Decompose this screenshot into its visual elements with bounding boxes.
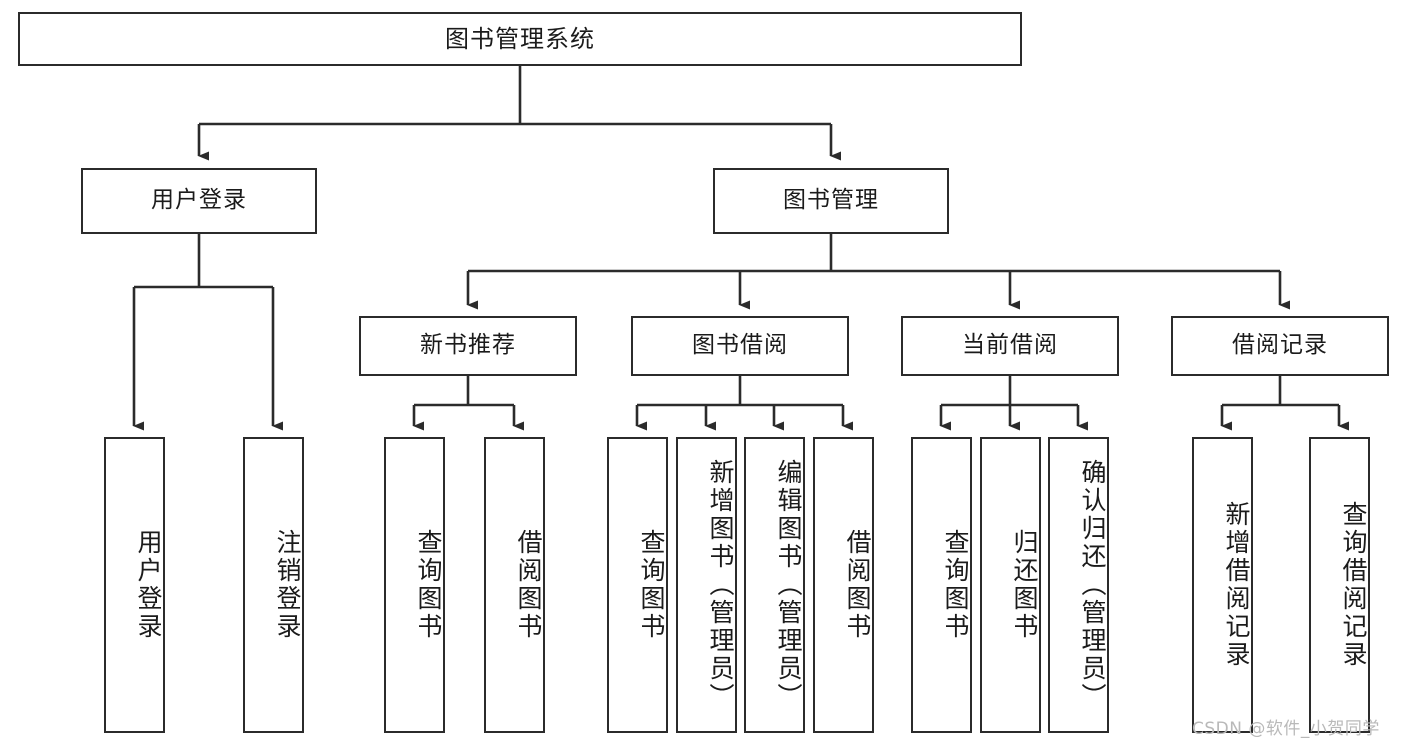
node-current-borrowing[interactable]: 当前借阅 bbox=[901, 316, 1119, 376]
leaf-current-borrow-query-book[interactable]: 查询图书 bbox=[911, 437, 972, 733]
leaf-current-borrow-return-book[interactable]: 归还图书 bbox=[980, 437, 1041, 733]
leaf-user-login-login[interactable]: 用户登录 bbox=[104, 437, 165, 733]
node-new-book-recommendation[interactable]: 新书推荐 bbox=[359, 316, 577, 376]
csdn-watermark: CSDN @软件_小贺同学 bbox=[1192, 719, 1380, 739]
node-book-borrowing[interactable]: 图书借阅 bbox=[631, 316, 849, 376]
leaf-new-book-borrow-book[interactable]: 借阅图书 bbox=[484, 437, 545, 733]
leaf-new-book-query-book[interactable]: 查询图书 bbox=[384, 437, 445, 733]
leaf-current-borrow-confirm-return-admin[interactable]: 确认归还（管理员） bbox=[1048, 437, 1109, 733]
node-book-management[interactable]: 图书管理 bbox=[713, 168, 949, 234]
leaf-user-login-logout[interactable]: 注销登录 bbox=[243, 437, 304, 733]
leaf-borrow-record-add-record[interactable]: 新增借阅记录 bbox=[1192, 437, 1253, 733]
node-root-book-management-system[interactable]: 图书管理系统 bbox=[18, 12, 1022, 66]
node-user-login[interactable]: 用户登录 bbox=[81, 168, 317, 234]
leaf-book-borrow-edit-book-admin[interactable]: 编辑图书（管理员） bbox=[744, 437, 805, 733]
leaf-book-borrow-query-book[interactable]: 查询图书 bbox=[607, 437, 668, 733]
leaf-book-borrow-borrow-book[interactable]: 借阅图书 bbox=[813, 437, 874, 733]
node-borrowing-record[interactable]: 借阅记录 bbox=[1171, 316, 1389, 376]
leaf-borrow-record-query-record[interactable]: 查询借阅记录 bbox=[1309, 437, 1370, 733]
leaf-book-borrow-add-book-admin[interactable]: 新增图书（管理员） bbox=[676, 437, 737, 733]
